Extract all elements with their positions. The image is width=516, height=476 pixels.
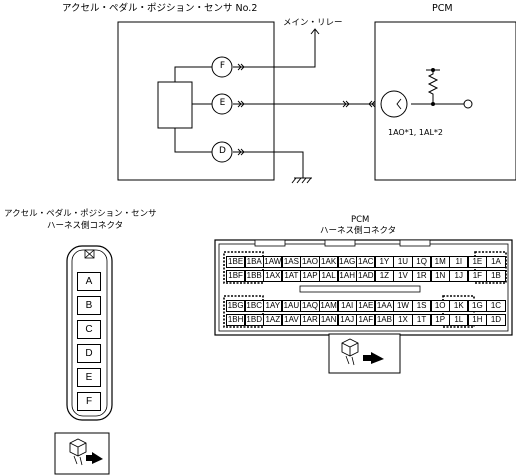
- main-relay-label: メイン・リレー: [283, 18, 343, 28]
- pcm-pin: 1P: [430, 314, 450, 326]
- pcm-pin: 1Q: [412, 256, 432, 268]
- pcm-pin: 1AK: [319, 256, 339, 268]
- pcm-pin: 1AW: [263, 256, 283, 268]
- sensor-connector-title: アクセル・ペダル・ポジション・センサ: [4, 209, 157, 219]
- pcm-pin: 1BE: [226, 256, 246, 268]
- pin-e-label: E: [219, 98, 226, 108]
- pcm-pin: 1H: [467, 314, 487, 326]
- pcm-pin: 1G: [467, 300, 487, 312]
- pcm-pin: 1AF: [356, 314, 376, 326]
- pcm-pin: 1BD: [244, 314, 264, 326]
- sensor-box: [117, 21, 275, 181]
- pcm-pin: 1X: [393, 314, 413, 326]
- pcm-pin: 1AN: [319, 314, 339, 326]
- pcm-input-circle: [380, 90, 408, 118]
- pcm-pin: 1O: [430, 300, 450, 312]
- pcm-pin: 1T: [412, 314, 432, 326]
- sensor-pin: A: [77, 272, 101, 291]
- pcm-terminal-circle: [463, 99, 473, 109]
- pcm-pin: 1F: [467, 270, 487, 282]
- pcm-pin: 1C: [486, 300, 506, 312]
- pcm-pin: 1L: [449, 314, 469, 326]
- pcm-pin: 1AM: [319, 300, 339, 312]
- pcm-pin: 1BA: [244, 256, 264, 268]
- pcm-pin: 1AJ: [337, 314, 357, 326]
- sensor-pin: D: [77, 344, 101, 363]
- sensor-connector-subtitle: ハーネス側コネクタ: [47, 221, 124, 231]
- pcm-connector-divider: [299, 285, 421, 293]
- pcm-pin: 1J: [449, 270, 469, 282]
- pcm-pin: 1AX: [263, 270, 283, 282]
- pcm-pin: 1AQ: [300, 300, 320, 312]
- pcm-pin: 1U: [393, 256, 413, 268]
- pcm-pin: 1Y: [374, 256, 394, 268]
- pcm-pin: 1BC: [244, 300, 264, 312]
- pcm-pin: 1AY: [263, 300, 283, 312]
- pull-up-resistor-icon: [427, 70, 439, 104]
- pcm-pin: 1W: [393, 300, 413, 312]
- sensor-pin: F: [77, 392, 101, 411]
- sensor-pin: E: [77, 368, 101, 387]
- pcm-pin: 1AS: [281, 256, 301, 268]
- pin-f-label: F: [219, 61, 226, 71]
- pcm-pin: 1Z: [374, 270, 394, 282]
- pcm-pin: 1AH: [337, 270, 357, 282]
- pcm-pin: 1N: [430, 270, 450, 282]
- pin-d-circle: [211, 141, 233, 163]
- sensor-pin: C: [77, 320, 101, 339]
- pcm-pin: 1S: [412, 300, 432, 312]
- pcm-connector-subtitle: ハーネス側コネクタ: [320, 226, 397, 236]
- ground-icon: [291, 177, 312, 184]
- pcm-pin: 1BH: [226, 314, 246, 326]
- sensor-pin: B: [77, 296, 101, 315]
- pcm-pin: 1BG: [226, 300, 246, 312]
- pcm-connector-title: PCM: [351, 215, 370, 225]
- pcm-pin: 1M: [430, 256, 450, 268]
- pin-f-circle: [211, 56, 233, 78]
- pcm-title: PCM: [432, 3, 453, 14]
- pcm-pin-label: 1AO*1, 1AL*2: [388, 128, 444, 137]
- pcm-pin: 1AP: [300, 270, 320, 282]
- sensor-element: [157, 81, 193, 129]
- main-relay-arrow: [310, 28, 320, 35]
- pcm-pin: 1K: [449, 300, 469, 312]
- pin-d-label: D: [219, 146, 226, 156]
- pcm-view-icon: [328, 333, 401, 374]
- pcm-pin: 1E: [467, 256, 487, 268]
- pcm-pin: 1AA: [374, 300, 394, 312]
- pcm-pin: 1AZ: [263, 314, 283, 326]
- pcm-pin: 1AD: [356, 270, 376, 282]
- pcm-pin: 1BB: [244, 270, 264, 282]
- pcm-pin: 1AE: [356, 300, 376, 312]
- pcm-pin: 1BF: [226, 270, 246, 282]
- pcm-pin: 1AT: [281, 270, 301, 282]
- pcm-pin: 1AL: [319, 270, 339, 282]
- pcm-pin: 1AI: [337, 300, 357, 312]
- pcm-pin: 1AU: [281, 300, 301, 312]
- connector-chevrons: [237, 63, 376, 156]
- pcm-pin: 1AC: [356, 256, 376, 268]
- pcm-pin: 1AO: [300, 256, 320, 268]
- pcm-pin: 1AV: [281, 314, 301, 326]
- pcm-pin: 1R: [412, 270, 432, 282]
- pcm-pin: 1B: [486, 270, 506, 282]
- pin-e-circle: [211, 93, 233, 115]
- pcm-pin: 1V: [393, 270, 413, 282]
- pcm-pin: 1I: [449, 256, 469, 268]
- pcm-pin: 1AG: [337, 256, 357, 268]
- pcm-pin: 1AR: [300, 314, 320, 326]
- pcm-pin: 1D: [486, 314, 506, 326]
- sensor-title: アクセル・ペダル・ポジション・センサ No.2: [62, 3, 258, 14]
- pcm-pin: 1AB: [374, 314, 394, 326]
- pcm-pin: 1A: [486, 256, 506, 268]
